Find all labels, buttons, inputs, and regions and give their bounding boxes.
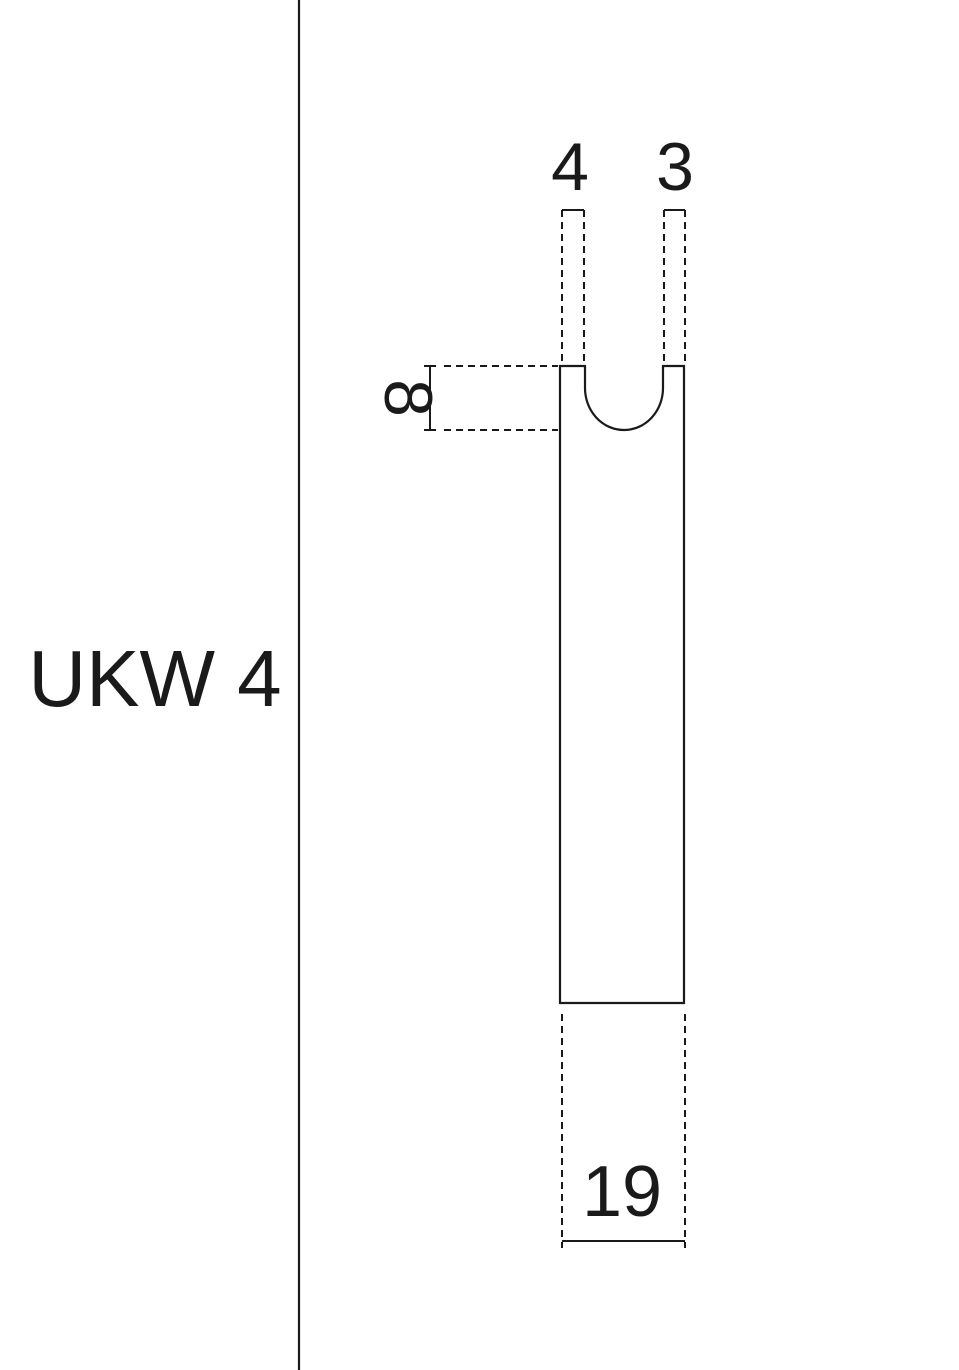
part-name-label: UKW 4 — [28, 634, 281, 723]
dimension-label-slot-depth: 8 — [370, 379, 446, 417]
dimension-label-width: 19 — [582, 1152, 662, 1232]
dimension-label-right-wall: 3 — [656, 129, 694, 205]
dimension-label-left-wall: 4 — [551, 129, 589, 205]
profile-outline — [558, 364, 686, 1005]
